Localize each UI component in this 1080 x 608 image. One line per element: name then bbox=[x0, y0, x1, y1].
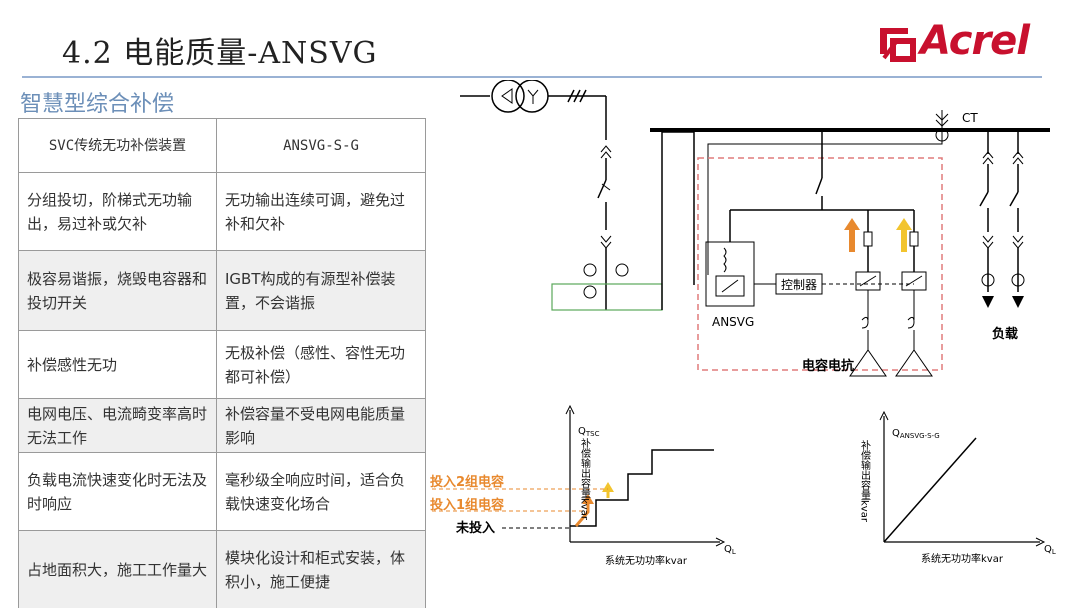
ansvg-cell: 无功输出连续可调，避免过补和欠补 bbox=[216, 172, 426, 251]
ansvg-linear-line bbox=[883, 437, 977, 543]
ct-label: CT bbox=[962, 111, 978, 125]
arrow-up-yellow-icon bbox=[896, 218, 912, 252]
y-axis-title-sub: ANSVG-S-G bbox=[900, 432, 940, 440]
ansvg-cell: IGBT构成的有源型补偿装置，不会谐振 bbox=[216, 250, 426, 331]
controller-label: 控制器 bbox=[781, 278, 817, 292]
ansvg-cell: 模块化设计和柜式安装，体积小，施工便捷 bbox=[216, 530, 426, 608]
logo-text: Acrel bbox=[920, 18, 1030, 64]
x-axis-label: 系统无功功率kvar bbox=[921, 552, 1004, 565]
load-feeder bbox=[1009, 130, 1025, 308]
load-feeder bbox=[979, 130, 995, 308]
ansvg-label: ANSVG bbox=[712, 315, 754, 329]
table-row: 极容易谐振，烧毁电容器和投切开关 IGBT构成的有源型补偿装置，不会谐振 bbox=[18, 250, 426, 331]
header-ansvg: ANSVG-S-G bbox=[216, 118, 426, 173]
y-axis-title-q: Q bbox=[578, 426, 586, 437]
x-axis-title-sub: L bbox=[1052, 548, 1056, 556]
y-axis-title-sub: TSC bbox=[585, 430, 600, 438]
table-row: 补偿感性无功 无极补偿（感性、容性无功都可补偿） bbox=[18, 330, 426, 399]
comparison-table: SVC传统无功补偿装置 ANSVG-S-G 分组投切，阶梯式无功输出，易过补或欠… bbox=[18, 118, 426, 608]
section-subtitle: 智慧型综合补偿 bbox=[20, 92, 175, 117]
tsc-output-graph: 投入2组电容 投入1组电容 未投入 补偿输出容量kvar QTSC QL 系统无… bbox=[430, 404, 736, 567]
ct-icon bbox=[707, 110, 949, 275]
y-axis-title: QTSC bbox=[578, 426, 600, 438]
svc-cell: 补偿感性无功 bbox=[18, 330, 217, 399]
x-axis-title-sub: L bbox=[732, 548, 736, 556]
x-axis-title-q: Q bbox=[724, 544, 732, 555]
svc-cell: 占地面积大，施工工作量大 bbox=[18, 530, 217, 608]
ansvg-block bbox=[705, 241, 776, 307]
ansvg-output-graph: 补偿输出容量kvar QANSVG-S-G QL 系统无功功率kvar bbox=[859, 410, 1056, 565]
feeder-line bbox=[551, 96, 663, 311]
cap-label: 电容电抗 bbox=[802, 358, 854, 374]
title-divider bbox=[22, 76, 1042, 78]
ansvg-cell: 无极补偿（感性、容性无功都可补偿） bbox=[216, 330, 426, 399]
transformer-icon bbox=[460, 80, 606, 113]
arrow-up-orange-icon bbox=[844, 218, 860, 252]
slide-title: 4.2 电能质量-ANSVG bbox=[62, 36, 378, 71]
annotation-one-group: 投入1组电容 bbox=[430, 497, 504, 513]
acrel-logo-mark-icon bbox=[880, 28, 916, 62]
y-axis-title-q: Q bbox=[892, 428, 900, 439]
table-header-row: SVC传统无功补偿装置 ANSVG-S-G bbox=[18, 118, 426, 173]
annotation-two-groups: 投入2组电容 bbox=[430, 474, 504, 490]
table-row: 占地面积大，施工工作量大 模块化设计和柜式安装，体积小，施工便捷 bbox=[18, 530, 426, 608]
acrel-logo: Acrel bbox=[876, 18, 1046, 68]
x-axis-title: QL bbox=[724, 544, 736, 556]
circuit-diagram: CT ANSVG 控制器 bbox=[460, 80, 1050, 377]
table-row: 分组投切，阶梯式无功输出，易过补或欠补 无功输出连续可调，避免过补和欠补 bbox=[18, 172, 426, 251]
svc-cell: 分组投切，阶梯式无功输出，易过补或欠补 bbox=[18, 172, 217, 251]
load-label: 负载 bbox=[992, 326, 1018, 342]
x-axis-title-q: Q bbox=[1044, 544, 1052, 555]
svc-cell: 负载电流快速变化时无法及时响应 bbox=[18, 452, 217, 531]
x-axis-label: 系统无功功率kvar bbox=[605, 554, 688, 567]
capacitor-branch bbox=[849, 210, 887, 377]
y-axis-title: QANSVG-S-G bbox=[892, 428, 940, 440]
ansvg-cell: 补偿容量不受电网电能质量影响 bbox=[216, 398, 426, 453]
table-row: 负载电流快速变化时无法及时响应 毫秒级全响应时间，适合负载快速变化场合 bbox=[18, 452, 426, 531]
x-axis-title: QL bbox=[1044, 544, 1056, 556]
svc-cell: 电网电压、电流畸变率高时无法工作 bbox=[18, 398, 217, 453]
svc-cell: 极容易谐振，烧毁电容器和投切开关 bbox=[18, 250, 217, 331]
ansvg-cell: 毫秒级全响应时间，适合负载快速变化场合 bbox=[216, 452, 426, 531]
annotation-none: 未投入 bbox=[455, 520, 495, 536]
header-svc: SVC传统无功补偿装置 bbox=[18, 118, 217, 173]
y-axis-label: 补偿输出容量kvar bbox=[579, 437, 591, 521]
tsc-step-line bbox=[570, 449, 714, 527]
capacitor-branch bbox=[895, 210, 933, 377]
table-row: 电网电压、电流畸变率高时无法工作 补偿容量不受电网电能质量影响 bbox=[18, 398, 426, 453]
y-axis-label: 补偿输出容量kvar bbox=[859, 439, 871, 523]
